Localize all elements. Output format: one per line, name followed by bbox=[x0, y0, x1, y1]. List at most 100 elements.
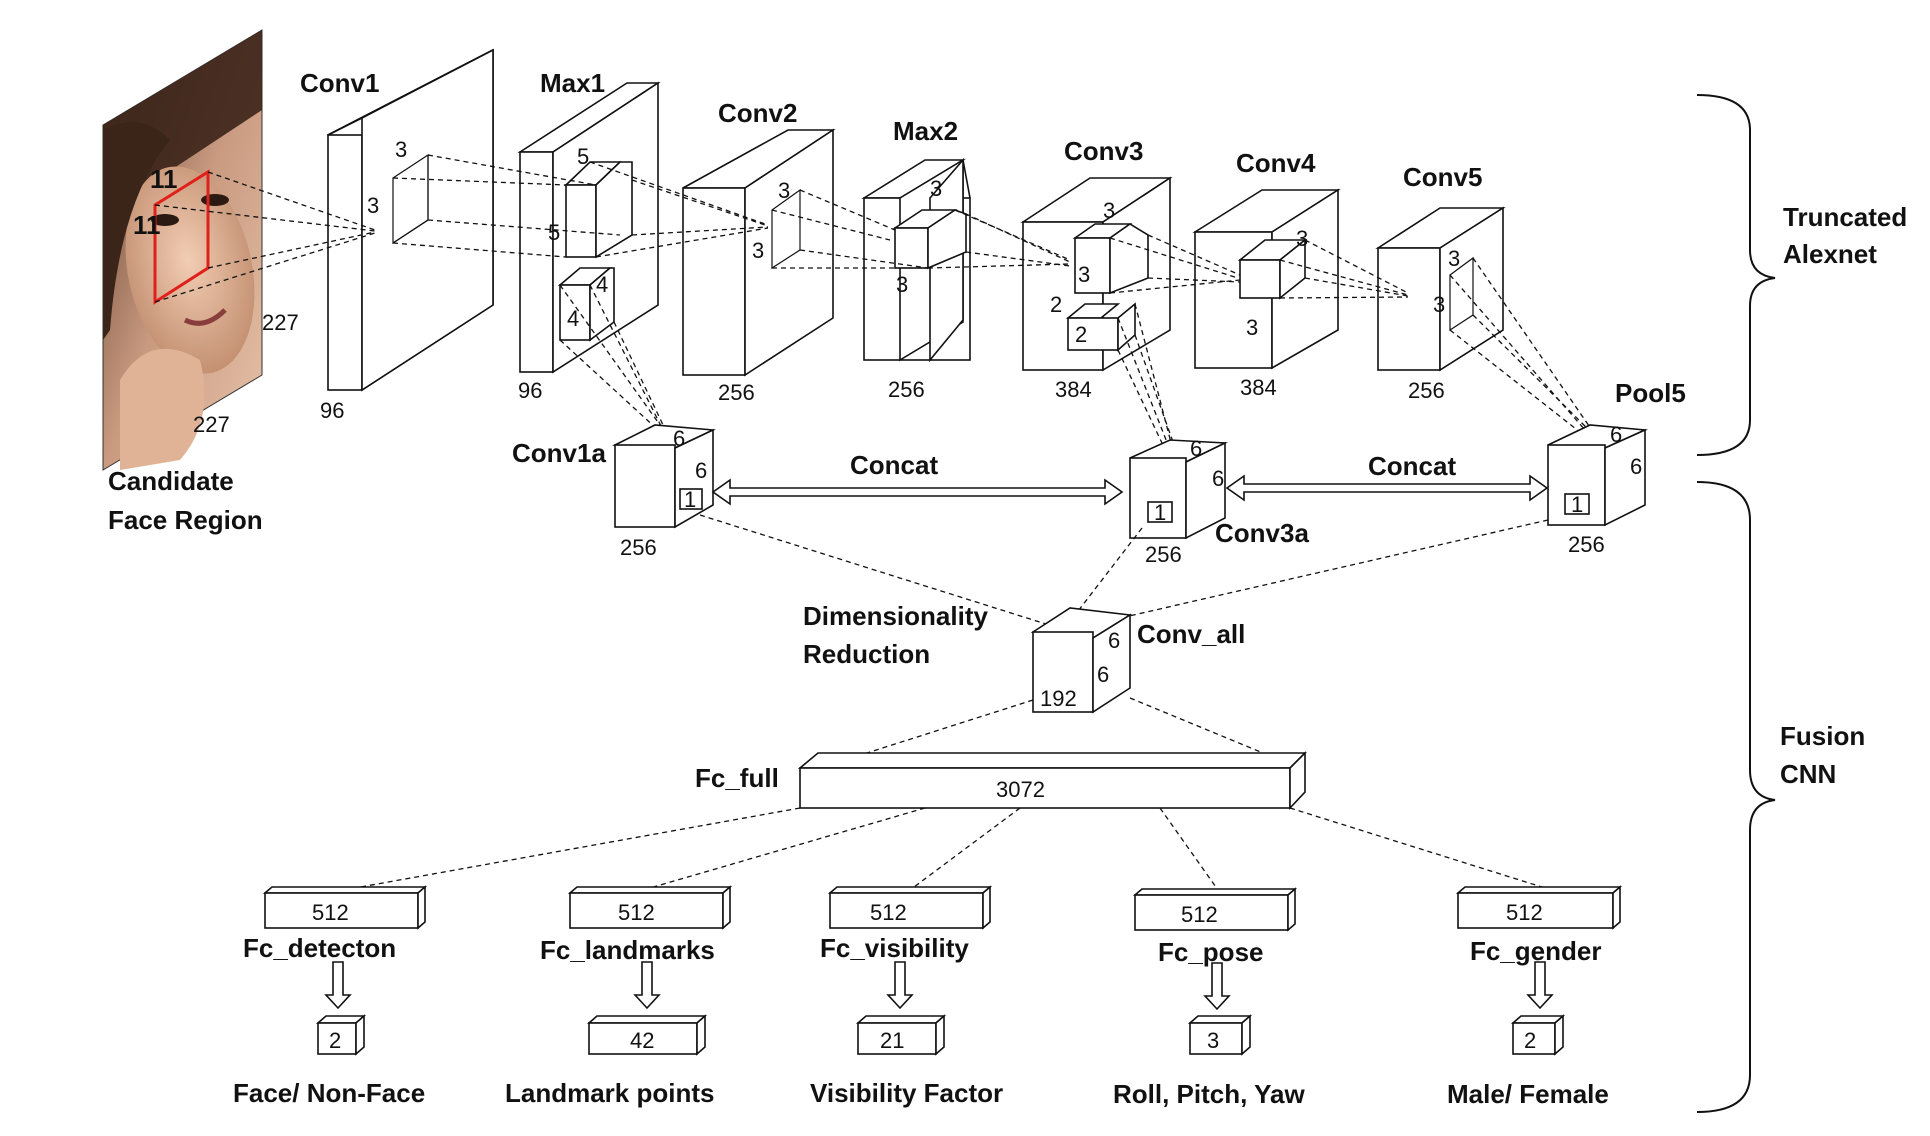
conv3-k1: 3 bbox=[1103, 198, 1115, 223]
conv1a-depth: 256 bbox=[620, 535, 657, 560]
head-landmarks-out: 42 bbox=[630, 1028, 654, 1053]
input-label-line1: Candidate bbox=[108, 466, 234, 496]
input-dim-side: 227 bbox=[262, 310, 299, 335]
conv5-k2: 3 bbox=[1433, 292, 1445, 317]
pool5-c: 1 bbox=[1571, 492, 1583, 517]
brace-truncated-alexnet bbox=[1696, 94, 1776, 456]
head-landmarks bbox=[567, 885, 733, 1056]
conv2-depth: 256 bbox=[718, 380, 755, 405]
conv3-k2: 3 bbox=[1078, 262, 1090, 287]
input-face-image bbox=[102, 29, 263, 471]
head-pose-size: 512 bbox=[1181, 902, 1218, 927]
head-landmarks-task: Landmark points bbox=[505, 1078, 714, 1108]
conv4-label: Conv4 bbox=[1236, 148, 1316, 178]
head-visibility-size: 512 bbox=[870, 900, 907, 925]
conv1a-label: Conv1a bbox=[512, 438, 606, 468]
head-gender-size: 512 bbox=[1506, 900, 1543, 925]
head-gender-name: Fc_gender bbox=[1470, 936, 1602, 966]
dimred-label-line1: Dimensionality bbox=[803, 601, 988, 631]
max2-label: Max2 bbox=[893, 116, 958, 146]
conv4-k1: 3 bbox=[1296, 226, 1308, 251]
head-gender-out: 2 bbox=[1524, 1028, 1536, 1053]
conv1a-c: 1 bbox=[684, 487, 696, 512]
max1-k3: 4 bbox=[596, 272, 608, 297]
brace-top-line1: Truncated bbox=[1783, 202, 1907, 232]
head-detection-size: 512 bbox=[312, 900, 349, 925]
conv1-k1: 3 bbox=[395, 137, 407, 162]
max1-kernel-b bbox=[557, 267, 615, 342]
head-pose bbox=[1132, 887, 1298, 1056]
input-kernel-width: 11 bbox=[150, 164, 178, 194]
concat-arrow-1 bbox=[711, 478, 1124, 506]
dimred-connectors bbox=[699, 514, 1549, 631]
head-detection-name: Fc_detecton bbox=[243, 933, 396, 963]
pool5-block bbox=[1547, 424, 1649, 527]
head-pose-out: 3 bbox=[1207, 1028, 1219, 1053]
input-dim-bottom: 227 bbox=[193, 412, 230, 437]
conv-all-block bbox=[1030, 607, 1133, 714]
conv1a-block bbox=[611, 424, 717, 529]
conv-all-depth: 192 bbox=[1040, 686, 1077, 711]
conv3a-block bbox=[1129, 439, 1229, 540]
conv3-k4: 2 bbox=[1075, 322, 1087, 347]
conv1-k2: 3 bbox=[367, 193, 379, 218]
conv3a-b: 6 bbox=[1212, 466, 1224, 491]
input-label-line2: Face Region bbox=[108, 505, 263, 535]
conv2-k2: 3 bbox=[752, 238, 764, 263]
conv-all-to-fc-right bbox=[1129, 697, 1281, 761]
max1-k2: 5 bbox=[548, 220, 560, 245]
conv1-label: Conv1 bbox=[300, 68, 379, 98]
max2-k2: 3 bbox=[896, 272, 908, 297]
brace-bottom-line1: Fusion bbox=[1780, 721, 1865, 751]
conv1-depth: 96 bbox=[320, 398, 344, 423]
conv3a-label: Conv3a bbox=[1215, 518, 1309, 548]
fc-full-label: Fc_full bbox=[695, 763, 779, 793]
conv2-block bbox=[682, 128, 836, 377]
conv1a-a: 6 bbox=[673, 426, 685, 451]
head-visibility-task: Visibility Factor bbox=[810, 1078, 1003, 1108]
fc-full-block bbox=[797, 751, 1307, 811]
head-connectors bbox=[354, 807, 1546, 891]
conv1-block bbox=[327, 48, 494, 392]
dimred-label-line2: Reduction bbox=[803, 639, 930, 669]
pool5-depth: 256 bbox=[1568, 532, 1605, 557]
head-landmarks-name: Fc_landmarks bbox=[540, 935, 715, 965]
max2-depth: 256 bbox=[888, 377, 925, 402]
head-pose-name: Fc_pose bbox=[1158, 937, 1264, 967]
conv5-block bbox=[1375, 206, 1506, 372]
concat-label-1: Concat bbox=[850, 450, 938, 480]
brace-fusion-cnn bbox=[1696, 481, 1776, 1113]
conv3-depth: 384 bbox=[1055, 377, 1092, 402]
conv5-k1: 3 bbox=[1448, 246, 1460, 271]
max1-label: Max1 bbox=[540, 68, 605, 98]
fc-full-size: 3072 bbox=[996, 777, 1045, 802]
conv-all-b: 6 bbox=[1097, 662, 1109, 687]
conv3-label: Conv3 bbox=[1064, 136, 1143, 166]
head-detection bbox=[262, 885, 428, 1056]
head-pose-task: Roll, Pitch, Yaw bbox=[1113, 1079, 1305, 1109]
head-visibility-name: Fc_visibility bbox=[820, 933, 969, 963]
pool5-a: 6 bbox=[1610, 422, 1622, 447]
conv5-label: Conv5 bbox=[1403, 162, 1482, 192]
conv2-k1: 3 bbox=[778, 178, 790, 203]
conv2-label: Conv2 bbox=[718, 98, 797, 128]
head-detection-out: 2 bbox=[329, 1028, 341, 1053]
head-visibility bbox=[827, 885, 993, 1056]
max2-kernel bbox=[892, 209, 967, 270]
brace-top-line2: Alexnet bbox=[1783, 239, 1877, 269]
conv4-k2: 3 bbox=[1246, 315, 1258, 340]
conv1a-b: 6 bbox=[695, 458, 707, 483]
head-landmarks-size: 512 bbox=[618, 900, 655, 925]
pool5-label: Pool5 bbox=[1615, 378, 1686, 408]
conv4-depth: 384 bbox=[1240, 375, 1277, 400]
head-visibility-out: 21 bbox=[880, 1028, 904, 1053]
max1-k4: 4 bbox=[567, 306, 579, 331]
conv3-k3: 2 bbox=[1050, 292, 1062, 317]
max2-k1: 3 bbox=[930, 176, 942, 201]
conv3a-depth: 256 bbox=[1145, 542, 1182, 567]
head-gender bbox=[1455, 885, 1623, 1056]
concat-label-2: Concat bbox=[1368, 451, 1456, 481]
head-gender-task: Male/ Female bbox=[1447, 1079, 1609, 1109]
conv-all-label: Conv_all bbox=[1137, 619, 1245, 649]
